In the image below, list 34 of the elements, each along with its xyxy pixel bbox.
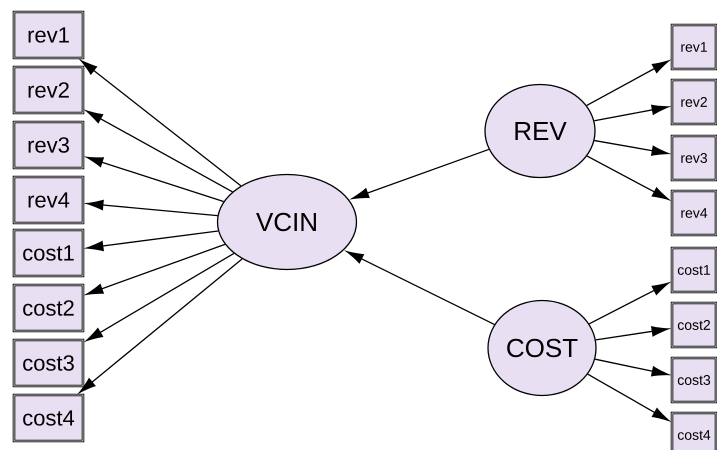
arrow bbox=[86, 200, 218, 216]
indicator-box: rev3 bbox=[12, 120, 84, 170]
arrow bbox=[588, 374, 670, 422]
indicator-box: rev1 bbox=[670, 24, 717, 70]
indicator-box: cost4 bbox=[12, 394, 84, 442]
indicator-box: rev3 bbox=[670, 134, 717, 182]
arrow bbox=[352, 148, 489, 200]
indicator-box: cost4 bbox=[670, 412, 717, 450]
indicator-box: rev2 bbox=[670, 78, 717, 126]
indicator-box: rev4 bbox=[670, 190, 717, 236]
indicator-box: cost2 bbox=[12, 284, 84, 332]
arrow bbox=[80, 60, 242, 186]
arrow bbox=[594, 140, 669, 156]
arrow bbox=[594, 104, 669, 122]
arrow bbox=[86, 252, 234, 342]
arrow bbox=[586, 156, 670, 200]
arrow bbox=[86, 156, 224, 202]
indicator-box: cost3 bbox=[670, 356, 717, 404]
indicator-box: cost1 bbox=[670, 246, 717, 294]
arrow bbox=[79, 258, 242, 393]
indicator-box: cost2 bbox=[670, 302, 717, 348]
arrow bbox=[586, 60, 670, 106]
arrow bbox=[86, 244, 226, 295]
arrow bbox=[86, 230, 218, 252]
indicator-box: rev1 bbox=[12, 10, 84, 60]
arrow bbox=[588, 282, 669, 324]
arrow bbox=[595, 358, 669, 376]
indicator-box: cost3 bbox=[12, 338, 84, 388]
indicator-box: cost1 bbox=[12, 228, 84, 278]
indicator-box: rev4 bbox=[12, 176, 84, 224]
indicator-box: rev2 bbox=[12, 66, 84, 114]
arrow bbox=[86, 110, 233, 192]
arrow bbox=[346, 251, 495, 326]
arrow bbox=[596, 326, 669, 340]
